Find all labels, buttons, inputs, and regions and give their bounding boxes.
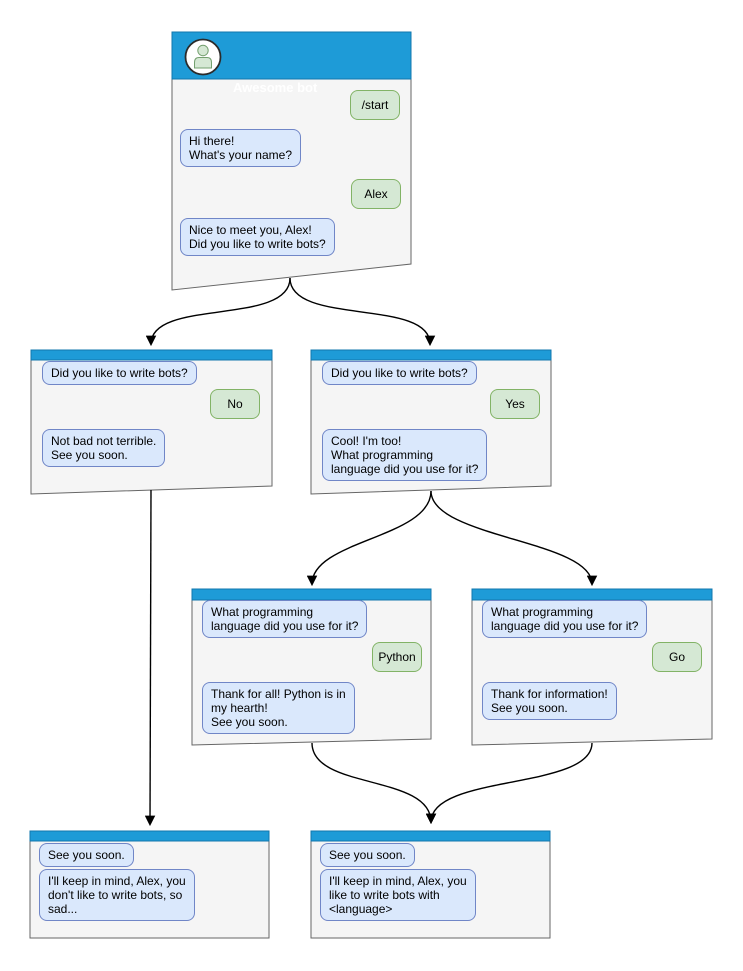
chat-window-end-no: See you soon. I'll keep in mind, Alex, y… <box>30 831 269 938</box>
bot-message-question: What programming language did you use fo… <box>482 600 648 638</box>
arrow-python-to-end-yes <box>311 742 437 825</box>
window-header-end-yes <box>310 830 551 842</box>
arrow-no-to-end-no <box>144 489 156 827</box>
bot-message-bye: See you soon. <box>39 843 134 867</box>
bot-message-greeting: Hi there! What's your name? <box>180 129 302 167</box>
bot-message-question: Nice to meet you, Alex! Did you like to … <box>180 218 335 256</box>
arrow-yes-to-go <box>430 490 598 587</box>
bot-message-reply: Thank for all! Python is in my hearth! S… <box>202 682 355 734</box>
avatar-person-head-icon <box>197 44 209 57</box>
chat-window-end-yes: See you soon. I'll keep in mind, Alex, y… <box>311 831 550 938</box>
user-message-yes: Yes <box>490 389 540 419</box>
arrow-main-to-yes <box>289 277 436 347</box>
chat-window-branch-go: What programming language did you use fo… <box>472 589 712 745</box>
arrow-main-to-no <box>145 277 291 347</box>
user-message-name: Alex <box>351 179 401 209</box>
chat-window-branch-python: What programming language did you use fo… <box>192 589 431 745</box>
bot-message-summary: I'll keep in mind, Alex, you don't like … <box>39 869 195 921</box>
user-message-no: No <box>210 389 260 419</box>
bot-message-question: What programming language did you use fo… <box>202 600 368 638</box>
bot-message-reply: Thank for information! See you soon. <box>482 682 617 720</box>
bot-message-reply: Not bad not terrible. See you soon. <box>42 429 166 467</box>
bot-message-question: Did you like to write bots? <box>322 361 477 385</box>
user-message-start: /start <box>350 90 400 120</box>
bot-message-reply: Cool! I'm too! What programming language… <box>322 429 488 481</box>
bot-message-bye: See you soon. <box>320 843 415 867</box>
chat-window-main: Awesome bot /start Hi there! What's your… <box>172 32 411 290</box>
chat-window-title: Awesome bot <box>233 80 318 95</box>
arrow-yes-to-python <box>306 490 432 587</box>
arrow-go-to-end-yes <box>425 742 593 825</box>
chat-window-branch-yes: Did you like to write bots? Yes Cool! I'… <box>311 350 551 496</box>
avatar-person-body-icon <box>194 57 212 69</box>
chat-window-branch-no: Did you like to write bots? No Not bad n… <box>31 350 272 496</box>
bot-message-summary: I'll keep in mind, Alex, you like to wri… <box>320 869 476 921</box>
window-header-end-no <box>29 830 270 842</box>
bot-message-question: Did you like to write bots? <box>42 361 197 385</box>
window-header-branch-yes <box>310 349 552 361</box>
user-message-go: Go <box>652 642 702 672</box>
window-header-branch-no <box>30 349 273 361</box>
user-message-python: Python <box>372 642 422 672</box>
